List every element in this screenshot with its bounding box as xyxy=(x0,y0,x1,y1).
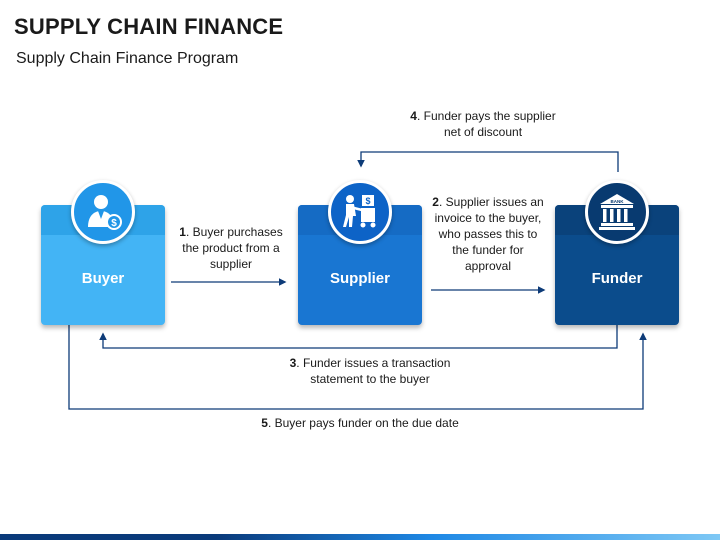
step-3-text: . Funder issues a transaction statement … xyxy=(296,356,451,386)
step-2-number: 2 xyxy=(432,195,439,209)
worker-cart-icon: $ xyxy=(328,180,392,244)
step-1-caption: 1. Buyer purchases the product from a su… xyxy=(170,224,292,272)
step-2-caption: 2. Supplier issues an invoice to the buy… xyxy=(432,194,544,274)
arrow-funder-to-supplier xyxy=(357,151,619,172)
svg-text:$: $ xyxy=(111,218,117,229)
page-title: SUPPLY CHAIN FINANCE xyxy=(14,14,284,39)
step-1-text: . Buyer purchases the product from a sup… xyxy=(182,225,283,271)
step-4-number: 4 xyxy=(410,109,417,123)
bottom-accent-bar xyxy=(0,534,720,540)
arrow-buyer-to-funder xyxy=(68,325,647,410)
step-4-caption: 4. Funder pays the supplier net of disco… xyxy=(405,108,561,140)
arrow-funder-to-buyer xyxy=(99,325,618,349)
person-dollar-icon: $ xyxy=(71,180,135,244)
supplier-label: Supplier xyxy=(329,270,390,287)
step-5-text: . Buyer pays funder on the due date xyxy=(267,416,459,430)
step-4-text: . Funder pays the supplier net of discou… xyxy=(416,109,556,139)
bank-sign-text: BANK xyxy=(611,199,625,204)
buyer-label: Buyer xyxy=(81,270,125,287)
step-5-caption: 5. Buyer pays funder on the due date xyxy=(230,415,490,431)
page-subtitle: Supply Chain Finance Program xyxy=(16,50,239,67)
step-1-number: 1 xyxy=(179,225,186,239)
funder-label: Funder xyxy=(591,270,643,287)
step-5-number: 5 xyxy=(261,416,268,430)
svg-text:$: $ xyxy=(365,196,370,206)
bank-icon: BANK xyxy=(585,180,649,244)
step-2-text: . Supplier issues an invoice to the buye… xyxy=(434,195,544,273)
step-3-number: 3 xyxy=(289,356,297,370)
step-3-caption: 3. Funder issues a transaction statement… xyxy=(270,355,470,387)
